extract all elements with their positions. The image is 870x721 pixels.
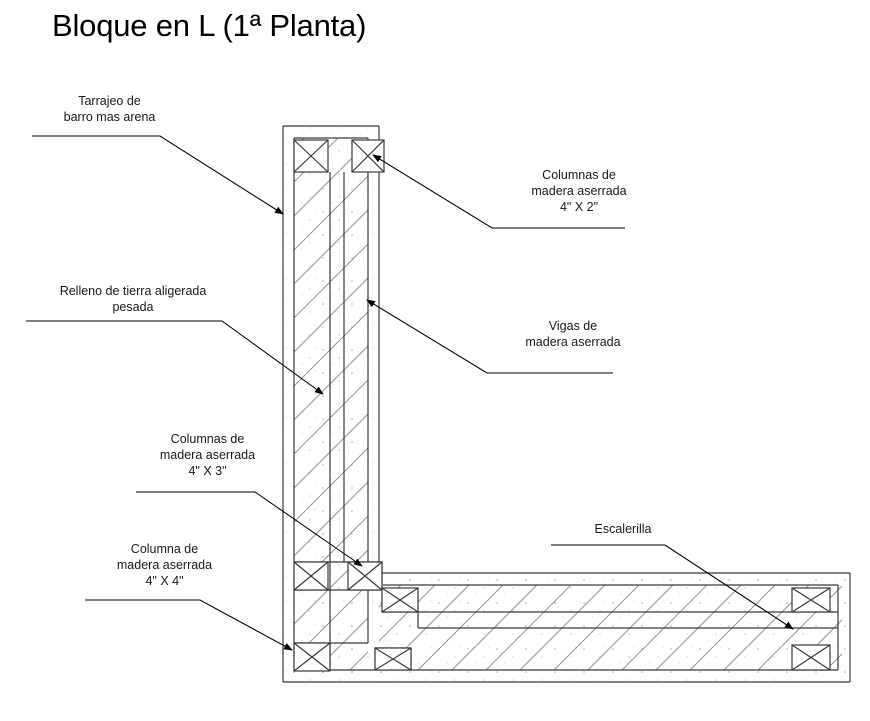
annotation-columna-4x4: Columna de madera aserrada 4" X 4" <box>97 541 232 589</box>
column-top-left <box>293 139 329 173</box>
column-right-upper <box>791 587 831 613</box>
annotation-columna-4x4-line-2: madera aserrada <box>116 558 213 572</box>
column-right-lower <box>791 644 831 671</box>
annotation-columnas-4x3-line-1: Columnas de <box>170 432 245 446</box>
leader-relleno <box>26 320 324 395</box>
horizontal-wing <box>283 572 851 683</box>
annotation-columnas-4x3: Columnas de madera aserrada 4" X 3" <box>140 431 275 479</box>
annotation-columnas-4x2: Columnas de madera aserrada 4" X 2" <box>509 167 649 215</box>
column-bottom-mid <box>374 647 412 671</box>
annotation-columnas-4x2-line-3: 4" X 2" <box>559 200 599 214</box>
annotation-vigas-line-2: madera aserrada <box>525 335 621 349</box>
annotation-columnas-4x2-line-2: madera aserrada <box>531 184 627 198</box>
annotation-columnas-4x3-line-3: 4" X 3" <box>188 464 227 478</box>
leader-tarrajeo <box>32 135 284 215</box>
annotation-vigas-line-1: Vigas de <box>548 319 598 333</box>
annotation-relleno-line-2: pesada <box>112 300 154 314</box>
column-corner-upper-left <box>293 561 329 591</box>
annotation-tarrajeo-line-1: Tarrajeo de <box>78 94 141 108</box>
annotation-relleno-line-1: Relleno de tierra aligerada <box>59 284 207 298</box>
column-bottom-left <box>293 642 331 672</box>
page-title: Bloque en L (1ª Planta) <box>52 8 367 43</box>
annotation-tarrajeo-line-2: barro mas arena <box>63 110 156 124</box>
column-top-right <box>351 139 385 173</box>
annotation-columna-4x4-line-3: 4" X 4" <box>145 574 184 588</box>
leader-escalerilla <box>551 544 794 630</box>
leader-columna-4x4 <box>85 599 293 651</box>
annotation-tarrajeo: Tarrajeo de barro mas arena <box>47 93 172 125</box>
vertical-wing <box>282 125 380 682</box>
column-corner-upper-right <box>347 561 383 591</box>
annotation-columnas-4x2-line-1: Columnas de <box>542 168 616 182</box>
annotation-columna-4x4-line-1: Columna de <box>130 542 199 556</box>
column-corner-junction <box>381 587 419 613</box>
annotation-escalerilla: Escalerilla <box>583 521 663 537</box>
annotation-columnas-4x3-line-2: madera aserrada <box>159 448 256 462</box>
annotation-escalerilla-line-1: Escalerilla <box>594 522 652 536</box>
annotation-vigas: Vigas de madera aserrada <box>508 318 638 350</box>
annotation-relleno-tierra: Relleno de tierra aligerada pesada <box>33 283 233 315</box>
corner-junction <box>294 561 418 670</box>
columns-group <box>293 139 831 672</box>
